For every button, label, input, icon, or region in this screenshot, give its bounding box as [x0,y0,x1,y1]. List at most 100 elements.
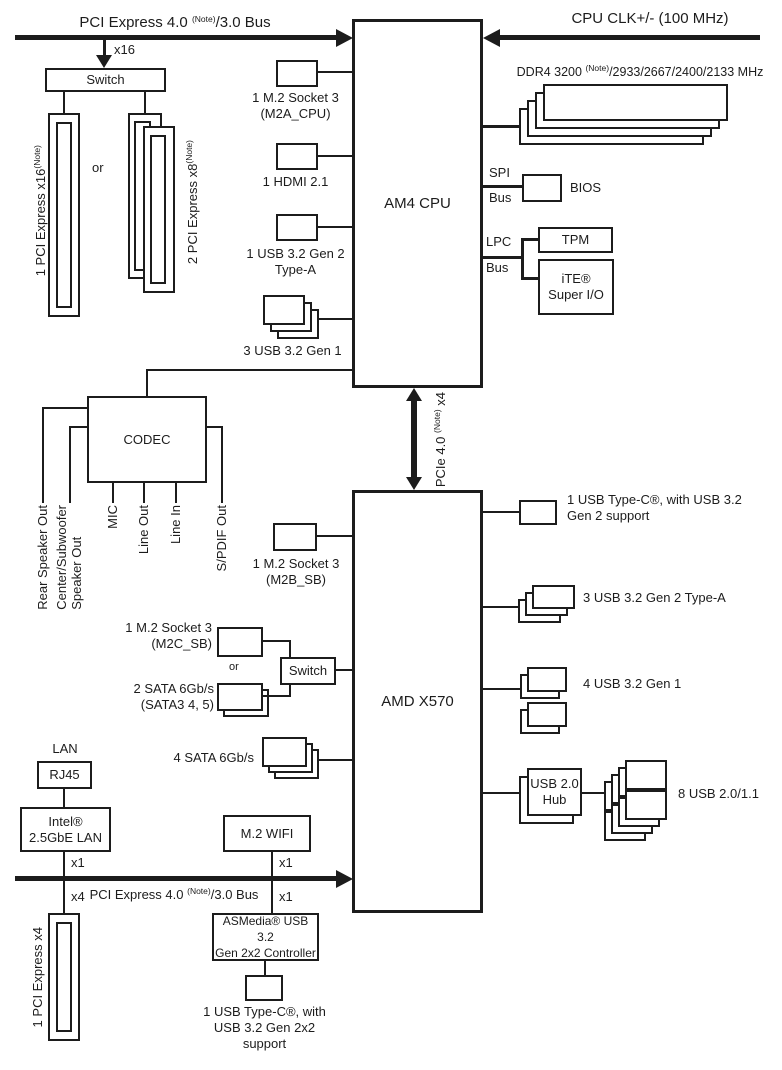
cpu-to-codec-hline [146,369,352,371]
pcie-x16-slot-inner [56,122,72,308]
typec-gen2-line [483,511,519,513]
typec-gen2-port [519,500,557,525]
sata2-label: 2 SATA 6Gb/s(SATA3 4, 5) [133,681,214,712]
chipset-link-label: PCIe 4.0 (Note) x4 [432,392,448,488]
center-sub-vline [69,426,71,503]
lpc-branch-vline [521,238,524,280]
spdif-out-label: S/PDIF Out [214,505,229,572]
rear-speaker-out-label: Rear Speaker Out [35,505,50,610]
spdif-hline [207,426,223,428]
x4-slot-lane-label: x4 [71,889,85,904]
spi-bus-line [483,185,522,188]
lpc-bus-line [483,256,523,259]
sata4-label: 4 SATA 6Gb/s [173,750,254,765]
lpc-to-superio-line [523,277,538,280]
usb32gen1-port-1 [263,295,305,325]
pcie-x4-slot-inner [56,922,72,1032]
x16-drop-line [103,40,106,57]
spi-bus-label: Bus [489,190,512,205]
sata2-port-1 [217,683,263,711]
x1-lan-label: x1 [71,855,85,870]
m2b-port [273,523,317,551]
pcie-switch-top: Switch [45,68,166,92]
cpu-clk-arrowhead-icon [483,28,500,47]
usb32gen1-label: 3 USB 3.2 Gen 1 [243,343,342,358]
line-out-label: Line Out [136,505,151,555]
hdmi-label: 1 HDMI 2.1 [262,174,329,189]
bus-to-asmedia-line [271,881,273,913]
lpc-bus-label: Bus [486,260,509,275]
hdmi-port [276,143,318,170]
cpu-clk-line [497,35,760,40]
sata4-port-1 [262,737,307,767]
m2b-line [317,535,352,537]
pcie-bottom-bus-label: PCI Express 4.0 (Note)/3.0 Bus [89,886,259,902]
usb32gen1-sb-label: 4 USB 3.2 Gen 1 [583,676,682,691]
bios-label: BIOS [570,180,602,195]
usb32gen1-sb-line [483,688,520,690]
m2a-label: 1 M.2 Socket 3(M2A_CPU) [252,90,339,121]
or-label-sb: or [229,661,239,673]
sata4-line [319,759,352,761]
x1-wifi-bottom-label: x1 [279,889,293,904]
usb32gen2-sb-line [483,606,519,608]
line-in-vline [175,483,177,503]
pcie-top-bus-label: PCI Express 4.0 (Note)/3.0 Bus [79,14,271,31]
x16-label: x16 [114,42,135,57]
usb32gen2-line [318,226,352,228]
ddr4-dimm-1 [543,84,728,121]
rear-speaker-hline [42,407,87,409]
superio-block: iTE®Super I/O [538,259,614,315]
pcie-top-bus-line [15,35,338,40]
usb32gen1-line [317,318,352,320]
cpu-clk-label: CPU CLK+/- (100 MHz) [571,10,729,27]
line-in-label: Line In [168,505,183,545]
pcie-x4-slot-label: 1 PCI Express x4 [30,927,45,1028]
or-label-top: or [92,160,104,175]
cpu-block: AM4 CPU [352,19,483,388]
hub-to-ports-line [582,792,606,794]
lpc-to-tpm-line [523,238,538,241]
m2c-label: 1 M.2 Socket 3(M2C_SB) [125,620,212,651]
lpc-label: LPC [486,234,512,249]
pcie-bottom-bus-line [15,876,338,881]
bios-chip [522,174,562,202]
usb32gen2-port [276,214,318,241]
cpu-to-ddr4-line [483,125,520,128]
usb2-label: 8 USB 2.0/1.1 [678,786,759,801]
m2c-to-switch-vline [289,640,291,657]
chipset-link-down-arrowhead-icon [406,477,422,490]
usb2-port-stack-bottom-1 [625,790,667,820]
m2-wifi-block: M.2 WIFI [223,815,311,852]
typec-gen2x2-port [245,975,283,1001]
pcie-bottom-bus-arrowhead-icon [336,869,353,888]
sata-m2-switch: Switch [280,657,336,685]
lan-to-bus-line [63,852,65,877]
switch-to-x8-slot-line [144,92,146,113]
usb32gen1-sb-port-3 [527,702,567,727]
chipset-to-hub-line [483,792,519,794]
pcie-x16-slot-label: 1 PCI Express x16(Note) [32,145,48,277]
pcie-top-bus-arrowhead-icon [336,28,353,47]
center-sub-hline [69,426,87,428]
mic-label: MIC [105,505,120,529]
usb32gen2-sb-label: 3 USB 3.2 Gen 2 Type-A [583,590,726,605]
sata2-to-switch-hline [263,695,291,697]
pcie-x8-slot-front-inner [150,135,166,284]
rear-speaker-vline [42,407,44,503]
wifi-to-bus-line [271,852,273,877]
chipset-block: AMD X570 [352,490,483,913]
mic-vline [112,483,114,503]
spdif-vline [221,426,223,503]
pcie-x8-slot-label: 2 PCI Express x8(Note) [184,140,200,265]
cpu-to-codec-vline [146,369,148,396]
sata2-to-switch-vline [289,685,291,697]
switch-to-chipset-line [336,669,352,671]
chipset-link-up-arrowhead-icon [406,388,422,401]
